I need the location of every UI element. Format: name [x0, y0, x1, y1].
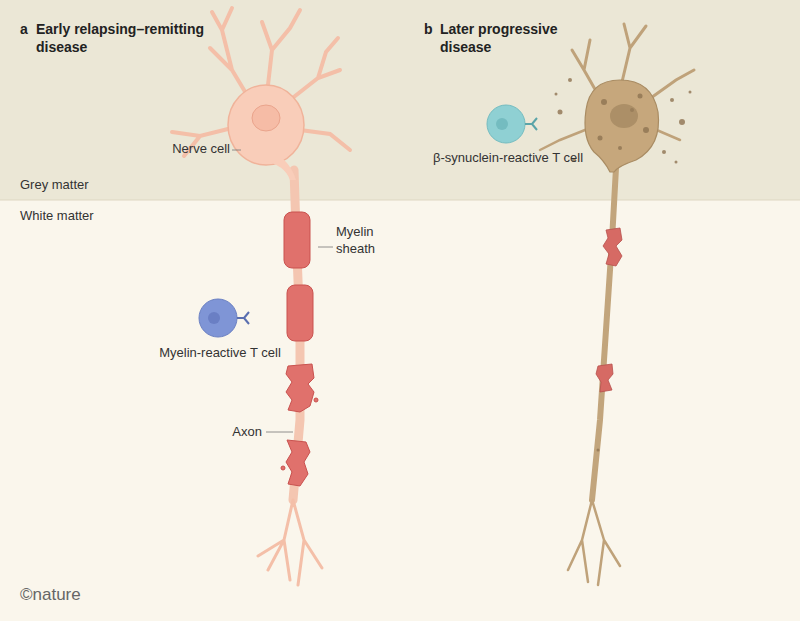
part-label: Axon [200, 424, 262, 441]
region-label: White matter [20, 208, 140, 225]
panel-letter: b [424, 20, 438, 38]
watermark: ©nature [20, 584, 140, 606]
cell-damage [555, 78, 692, 452]
panel-letter: a [20, 20, 34, 38]
myelin-t-cell [199, 299, 249, 337]
white-matter-band [0, 200, 800, 621]
part-label: Nerve cell [150, 141, 230, 158]
nucleus [252, 105, 280, 131]
axon-hillock [262, 150, 296, 180]
panel-title: Early relapsing–remitting disease [36, 20, 236, 56]
myelin-sheaths [281, 212, 318, 486]
leader-line [266, 432, 293, 433]
leader-line [232, 150, 241, 151]
synuclein-t-cell [487, 105, 537, 143]
boundary [0, 200, 800, 201]
damaged-myelin [596, 228, 622, 392]
cell-label: Myelin-reactive T cell [150, 345, 290, 362]
healthy-neuron [172, 8, 350, 585]
panel-title: Later progressive disease [440, 20, 580, 56]
cell-label: β-synuclein-reactive T cell [428, 150, 588, 167]
degenerating-neuron [540, 24, 694, 585]
part-label: Myelin sheath [336, 224, 396, 258]
grey-matter-band [0, 0, 800, 200]
region-label: Grey matter [20, 177, 140, 194]
degenerating-soma [585, 80, 659, 172]
leader-line [318, 247, 333, 248]
nerve-cell-soma [228, 85, 304, 165]
